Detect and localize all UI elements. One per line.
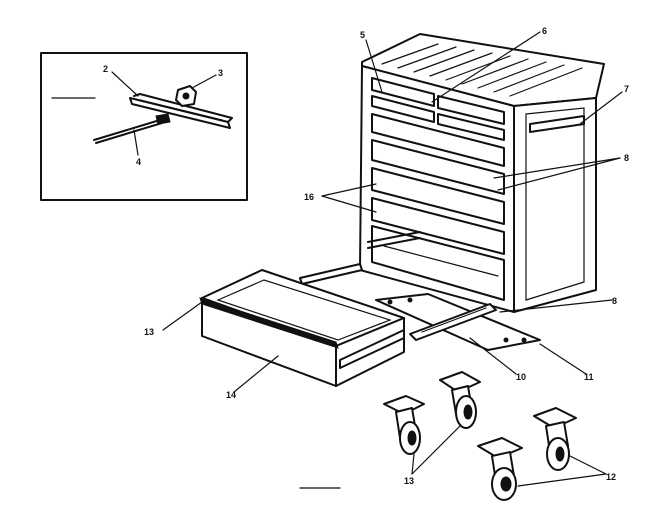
label-part-5: 5 — [360, 30, 365, 40]
label-part-2: 2 — [103, 64, 108, 74]
drawer-rows — [371, 77, 505, 301]
lock-rod — [93, 113, 171, 144]
drawer-slide — [339, 329, 405, 369]
caster-3 — [477, 437, 523, 501]
label-part-14: 14 — [226, 390, 236, 400]
top-ribs — [381, 43, 583, 97]
label-part-8-lower: 8 — [612, 296, 617, 306]
drawer-assembly — [199, 269, 405, 387]
left-slide — [299, 263, 363, 285]
label-part-6: 6 — [542, 26, 547, 36]
tool-cabinet — [359, 33, 605, 313]
base-parts — [299, 263, 541, 351]
label-part-13-drawer: 13 — [144, 327, 154, 337]
label-part-12: 12 — [606, 472, 616, 482]
label-part-16: 16 — [304, 192, 314, 202]
label-part-3: 3 — [218, 68, 223, 78]
cabinet-side — [513, 97, 597, 313]
caster-1 — [383, 395, 425, 455]
leader-lines — [162, 31, 623, 487]
casters — [383, 371, 577, 501]
label-part-8-upper: 8 — [624, 153, 629, 163]
caster-2 — [439, 371, 481, 429]
right-slide — [409, 303, 497, 341]
label-part-10: 10 — [516, 372, 526, 382]
part-labels: 2 3 4 5 6 7 8 8 16 13 14 10 11 13 12 — [103, 26, 629, 486]
label-part-13-caster: 13 — [404, 476, 414, 486]
inset-detail — [40, 52, 248, 201]
label-part-4: 4 — [136, 157, 141, 167]
label-part-7: 7 — [624, 84, 629, 94]
label-part-11: 11 — [584, 372, 594, 382]
inset-frame — [40, 52, 248, 201]
lock-cylinder — [175, 85, 197, 107]
side-handle — [529, 115, 585, 133]
caster-4 — [533, 407, 577, 471]
